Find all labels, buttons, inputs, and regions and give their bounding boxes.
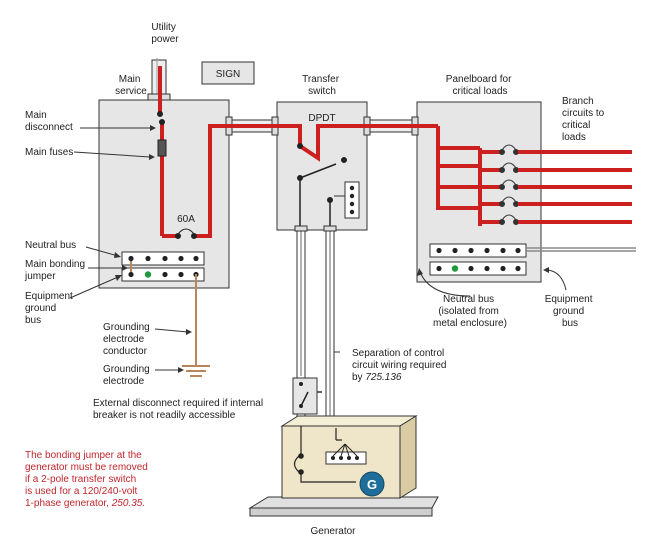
grounding-electrode-label: Grounding electrode — [103, 364, 152, 387]
main-equipment-ground-bus — [121, 267, 205, 282]
fuse-icon — [157, 139, 167, 157]
grounding-electrode-conductor-label: Grounding electrode conductor — [103, 322, 152, 357]
breaker-icon — [480, 214, 528, 225]
ground-symbol-icon — [182, 365, 210, 377]
generator-internal-wiring — [293, 426, 356, 483]
main-disconnect-label: Main disconnect — [25, 110, 73, 133]
panel-neutral-bus — [429, 243, 527, 258]
generator-base — [248, 496, 439, 517]
panel-equipment-ground-bus — [429, 261, 527, 276]
branch-neutral-wires — [526, 247, 636, 252]
transfer-switch-label: Transfer switch — [302, 74, 342, 97]
panelboard-label: Panelboard for critical loads — [446, 74, 514, 97]
branch-circuits-label: Branch circuits to critical loads — [562, 96, 607, 143]
dpdt-switch-contacts — [297, 143, 347, 226]
main-disconnect-contact — [157, 111, 165, 125]
main-neutral-bus — [121, 251, 205, 266]
breaker-icon — [480, 196, 528, 207]
red-power-wiring — [158, 66, 632, 238]
utility-power-label: Utility power — [151, 22, 179, 45]
generator-terminal-block — [325, 443, 367, 465]
branch-breakers — [480, 144, 528, 225]
external-disconnect-note: External disconnect required if internal… — [93, 398, 266, 421]
main-60a-breaker — [175, 228, 197, 239]
amp-60-label: 60A — [177, 214, 195, 225]
bonding-jumper-note: The bonding jumper at the generator must… — [25, 450, 151, 509]
sign-plate: SIGN — [201, 61, 255, 85]
leader-lines — [69, 125, 567, 373]
neutral-bus-isolated-label: Neutral bus (isolated from metal enclosu… — [433, 294, 507, 329]
svg-text:SIGN: SIGN — [216, 69, 240, 80]
equipment-ground-bus-label-left: Equipment ground bus — [25, 291, 76, 326]
transfer-terminal-block — [334, 181, 360, 219]
neutral-bus-label: Neutral bus — [25, 240, 76, 251]
main-fuses-label: Main fuses — [25, 147, 73, 158]
generator-label: Generator — [310, 526, 356, 537]
conduit-to-generator-control — [323, 225, 337, 425]
equipment-ground-bus-label-right: Equipment ground bus — [545, 294, 596, 329]
breaker-icon — [480, 144, 528, 155]
dpdt-label: DPDT — [308, 113, 335, 124]
svg-text:G: G — [367, 477, 377, 492]
breaker-icon — [480, 179, 528, 190]
generator-g-icon: G — [359, 471, 385, 497]
main-bonding-jumper-label: Main bonding jumper — [24, 259, 88, 282]
breaker-icon — [480, 162, 528, 173]
conduit-to-generator-power — [294, 225, 308, 379]
main-service-label: Main service — [115, 74, 147, 97]
separation-note: Separation of control circuit wiring req… — [352, 348, 449, 383]
